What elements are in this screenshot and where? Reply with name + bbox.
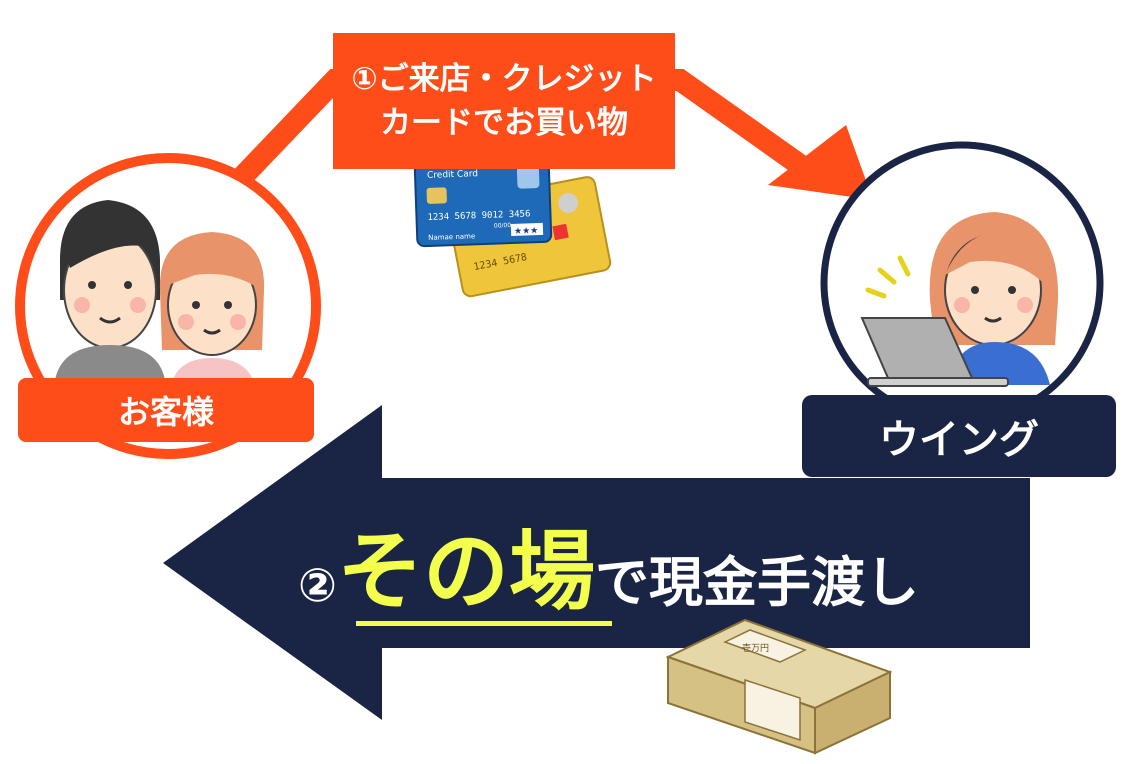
credit-cards-icon: 1234 5678 Credit Card 1234 5678 9012 345… [413, 156, 612, 298]
staff-avatar [820, 141, 1104, 425]
attention-lines-icon [865, 255, 911, 299]
svg-text:1234 5678 9012 3456: 1234 5678 9012 3456 [427, 209, 530, 223]
shop-label: ウイング [802, 395, 1116, 477]
step2-rest: で現金手渡し [594, 551, 919, 614]
step1-line1: ①ご来店・クレジット [351, 61, 657, 97]
step2-highlight: その場 [336, 522, 595, 622]
cash-bundle-icon: 壱万円 [665, 618, 893, 755]
svg-text:Credit Card: Credit Card [427, 169, 478, 181]
step2-label: ②その場で現金手渡し [298, 522, 919, 635]
step2-number: ② [298, 558, 337, 612]
svg-text:00/00: 00/00 [494, 222, 512, 230]
svg-text:壱万円: 壱万円 [742, 642, 769, 654]
svg-text:★★★: ★★★ [514, 226, 539, 237]
cash-return-arrow [163, 405, 1030, 720]
step1-line2: カードでお買い物 [380, 105, 628, 141]
step1-label: ①ご来店・クレジット カードでお買い物 [333, 33, 675, 169]
customer-label: お客様 [18, 378, 314, 442]
svg-text:Namae name: Namae name [428, 232, 475, 242]
highlight-underline [356, 621, 612, 626]
laptop-icon [860, 317, 1009, 387]
